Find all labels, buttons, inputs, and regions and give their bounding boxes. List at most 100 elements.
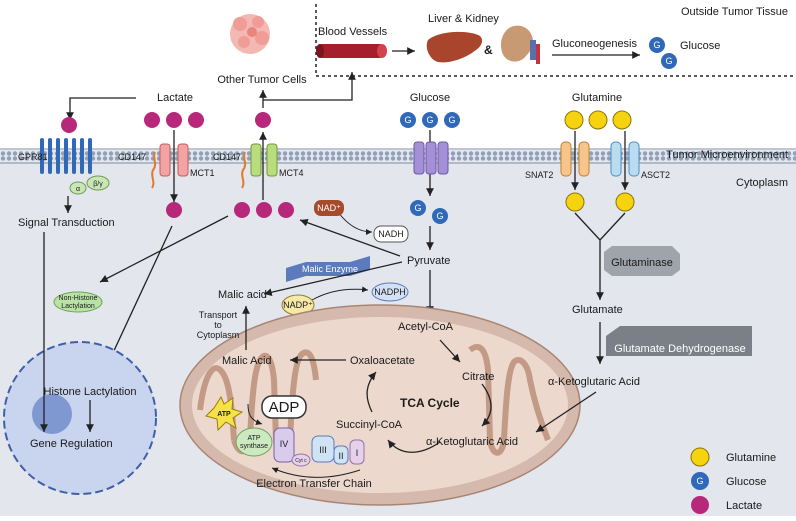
legend-glutamine-label: Glutamine [726, 452, 776, 464]
kidney-icon [501, 25, 540, 64]
svg-text:G: G [653, 40, 660, 50]
complex-ii [333, 445, 349, 465]
glutamine-intracellular [565, 192, 585, 212]
malic-acid-label: Malic Acid [222, 355, 272, 367]
svg-text:II: II [338, 451, 343, 461]
acetyl-coa-label: Acetyl-CoA [398, 321, 454, 333]
asct2-label: ASCT2 [641, 170, 670, 180]
svg-text:to: to [214, 320, 222, 330]
glutamine-molecule [612, 110, 632, 130]
svg-text:Lactylation: Lactylation [61, 303, 95, 310]
gpr81-label: GPR81 [18, 152, 48, 162]
glucose-outside-label: Glucose [680, 40, 720, 52]
lactate-to-gpr81-arrow [66, 97, 136, 120]
akg-cytoplasm-label: α-Ketoglutaric Acid [548, 376, 640, 388]
adp-badge [261, 395, 307, 419]
blood-vessel-icon [316, 44, 387, 58]
cell-membrane [0, 150, 796, 162]
etc-label: Electron Transfer Chain [256, 478, 372, 490]
oxaloacetate-label: Oxaloacetate [350, 355, 415, 367]
glucose-pair-outside: G G [649, 37, 677, 69]
succinyl-to-oxaloacetate-arrow [366, 371, 377, 413]
pyruvate-label: Pyruvate [407, 255, 450, 267]
microenvironment-label: Tumor Microenvironment [666, 149, 788, 161]
malic-enzyme [286, 256, 370, 282]
glutamate-dehydrogenase-enzyme [606, 326, 752, 356]
lactate-molecule [255, 112, 271, 128]
svg-text:NADP⁺: NADP⁺ [283, 300, 313, 310]
pyruvate-to-malic-arrow [263, 261, 403, 297]
svg-text:Non-Histone: Non-Histone [59, 295, 98, 302]
citrate-to-akg-arrow [481, 383, 492, 427]
svg-text:ATP: ATP [247, 435, 260, 442]
lactate-extracellular-label: Lactate [157, 92, 193, 104]
lactate-molecule [234, 202, 250, 218]
lactate-molecule [188, 112, 204, 128]
akg-to-mitochondria-arrow [535, 391, 597, 433]
liver-kidney-label: Liver & Kidney [428, 13, 499, 25]
svg-text:G: G [665, 56, 672, 66]
nucleus [3, 341, 157, 495]
lactate-molecule [256, 202, 272, 218]
other-tumor-cells-icon [230, 14, 270, 54]
nadh-badge [373, 225, 409, 243]
mct4-label: MCT4 [279, 168, 304, 178]
cd147-label-mct4: CD147 [213, 152, 241, 162]
citrate-label: Citrate [462, 371, 494, 383]
other-tumor-cells-label: Other Tumor Cells [217, 74, 307, 86]
lactate-molecule [166, 112, 182, 128]
svg-text:β/γ: β/γ [93, 181, 103, 188]
akg-to-succinyl-arrow [387, 439, 441, 453]
atp-starburst [205, 395, 244, 432]
g-protein-beta-gamma [86, 175, 110, 191]
svg-text:G: G [696, 476, 703, 486]
glutamine-to-glutamate-arrow [574, 212, 626, 300]
lactate-to-non-histone-arrow [99, 215, 229, 283]
cytochrome-c [291, 453, 311, 467]
nadp-conversion-arrow [311, 286, 369, 301]
succinyl-coa-label: Succinyl-CoA [336, 419, 403, 431]
asct2-transporter [610, 141, 640, 177]
glutamine-molecule [564, 110, 584, 130]
svg-text:synthase: synthase [240, 443, 268, 450]
snat2-transporter [560, 141, 590, 177]
legend-lactate-label: Lactate [726, 500, 762, 512]
glutamate-dh-label: Glutamate Dehydrogenase [614, 343, 745, 355]
cytoplasm-label: Cytoplasm [736, 177, 788, 189]
svg-text:NADPH: NADPH [374, 287, 406, 297]
liver-icon [426, 31, 483, 63]
svg-text:ATP: ATP [217, 411, 231, 418]
svg-text:G: G [436, 211, 443, 221]
blood-vessels-label: Blood Vessels [318, 26, 388, 38]
lactate-to-histone-arrow [104, 225, 173, 371]
svg-text:G: G [404, 115, 411, 125]
svg-text:IV: IV [280, 439, 289, 449]
gene-regulation-label: Gene Regulation [30, 438, 113, 450]
non-histone-lactylation-blob [53, 291, 103, 313]
svg-text:Cytoplasm: Cytoplasm [197, 330, 240, 340]
svg-text:G: G [414, 203, 421, 213]
complex-i [349, 439, 365, 465]
nadph-badge [371, 282, 409, 302]
lactate-intracellular [166, 202, 182, 218]
svg-text:Transport: Transport [199, 310, 238, 320]
glut-transporter [413, 141, 449, 175]
legend-glucose-swatch [691, 472, 709, 490]
legend-lactate-swatch [691, 496, 709, 514]
lactate-molecule [278, 202, 294, 218]
svg-text:III: III [319, 445, 327, 455]
tca-cycle-label: TCA Cycle [400, 396, 460, 410]
akg-mito-label: α-Ketoglutaric Acid [426, 436, 518, 448]
outside-tissue-border [315, 4, 796, 77]
svg-text:α: α [76, 186, 80, 193]
malic-acid-top-label: Malic acid [218, 289, 267, 301]
svg-text:G: G [426, 115, 433, 125]
nad-conversion-arrow [337, 211, 373, 235]
glutamine-extracellular-label: Glutamine [572, 92, 622, 104]
lactate-molecule [144, 112, 160, 128]
mct1-label: MCT1 [190, 168, 215, 178]
signal-transduction-label: Signal Transduction [18, 217, 115, 229]
adp-to-atp-arrow [247, 403, 263, 425]
